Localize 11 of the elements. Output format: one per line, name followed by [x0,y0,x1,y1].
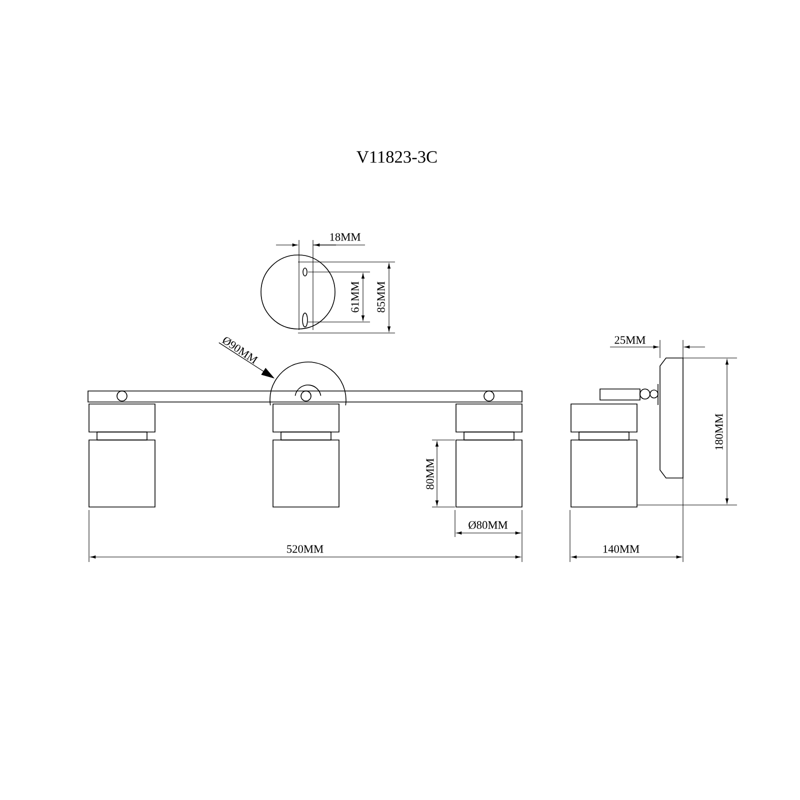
dimension-label: 80MM [426,458,434,490]
dimension-label: 520MM [287,545,324,553]
dimension-label: 180MM [715,414,723,450]
canopy-drawing [270,362,346,406]
dimension-label: 25MM [614,336,646,344]
dimension-label: 18MM [330,233,360,241]
dimension-label: 61MM [351,282,359,312]
title: V11823-3C [356,151,437,163]
dimension-label: 85MM [377,282,385,312]
dimension-label: 140MM [603,545,640,553]
dimension-label: Ø80MM [468,521,508,530]
